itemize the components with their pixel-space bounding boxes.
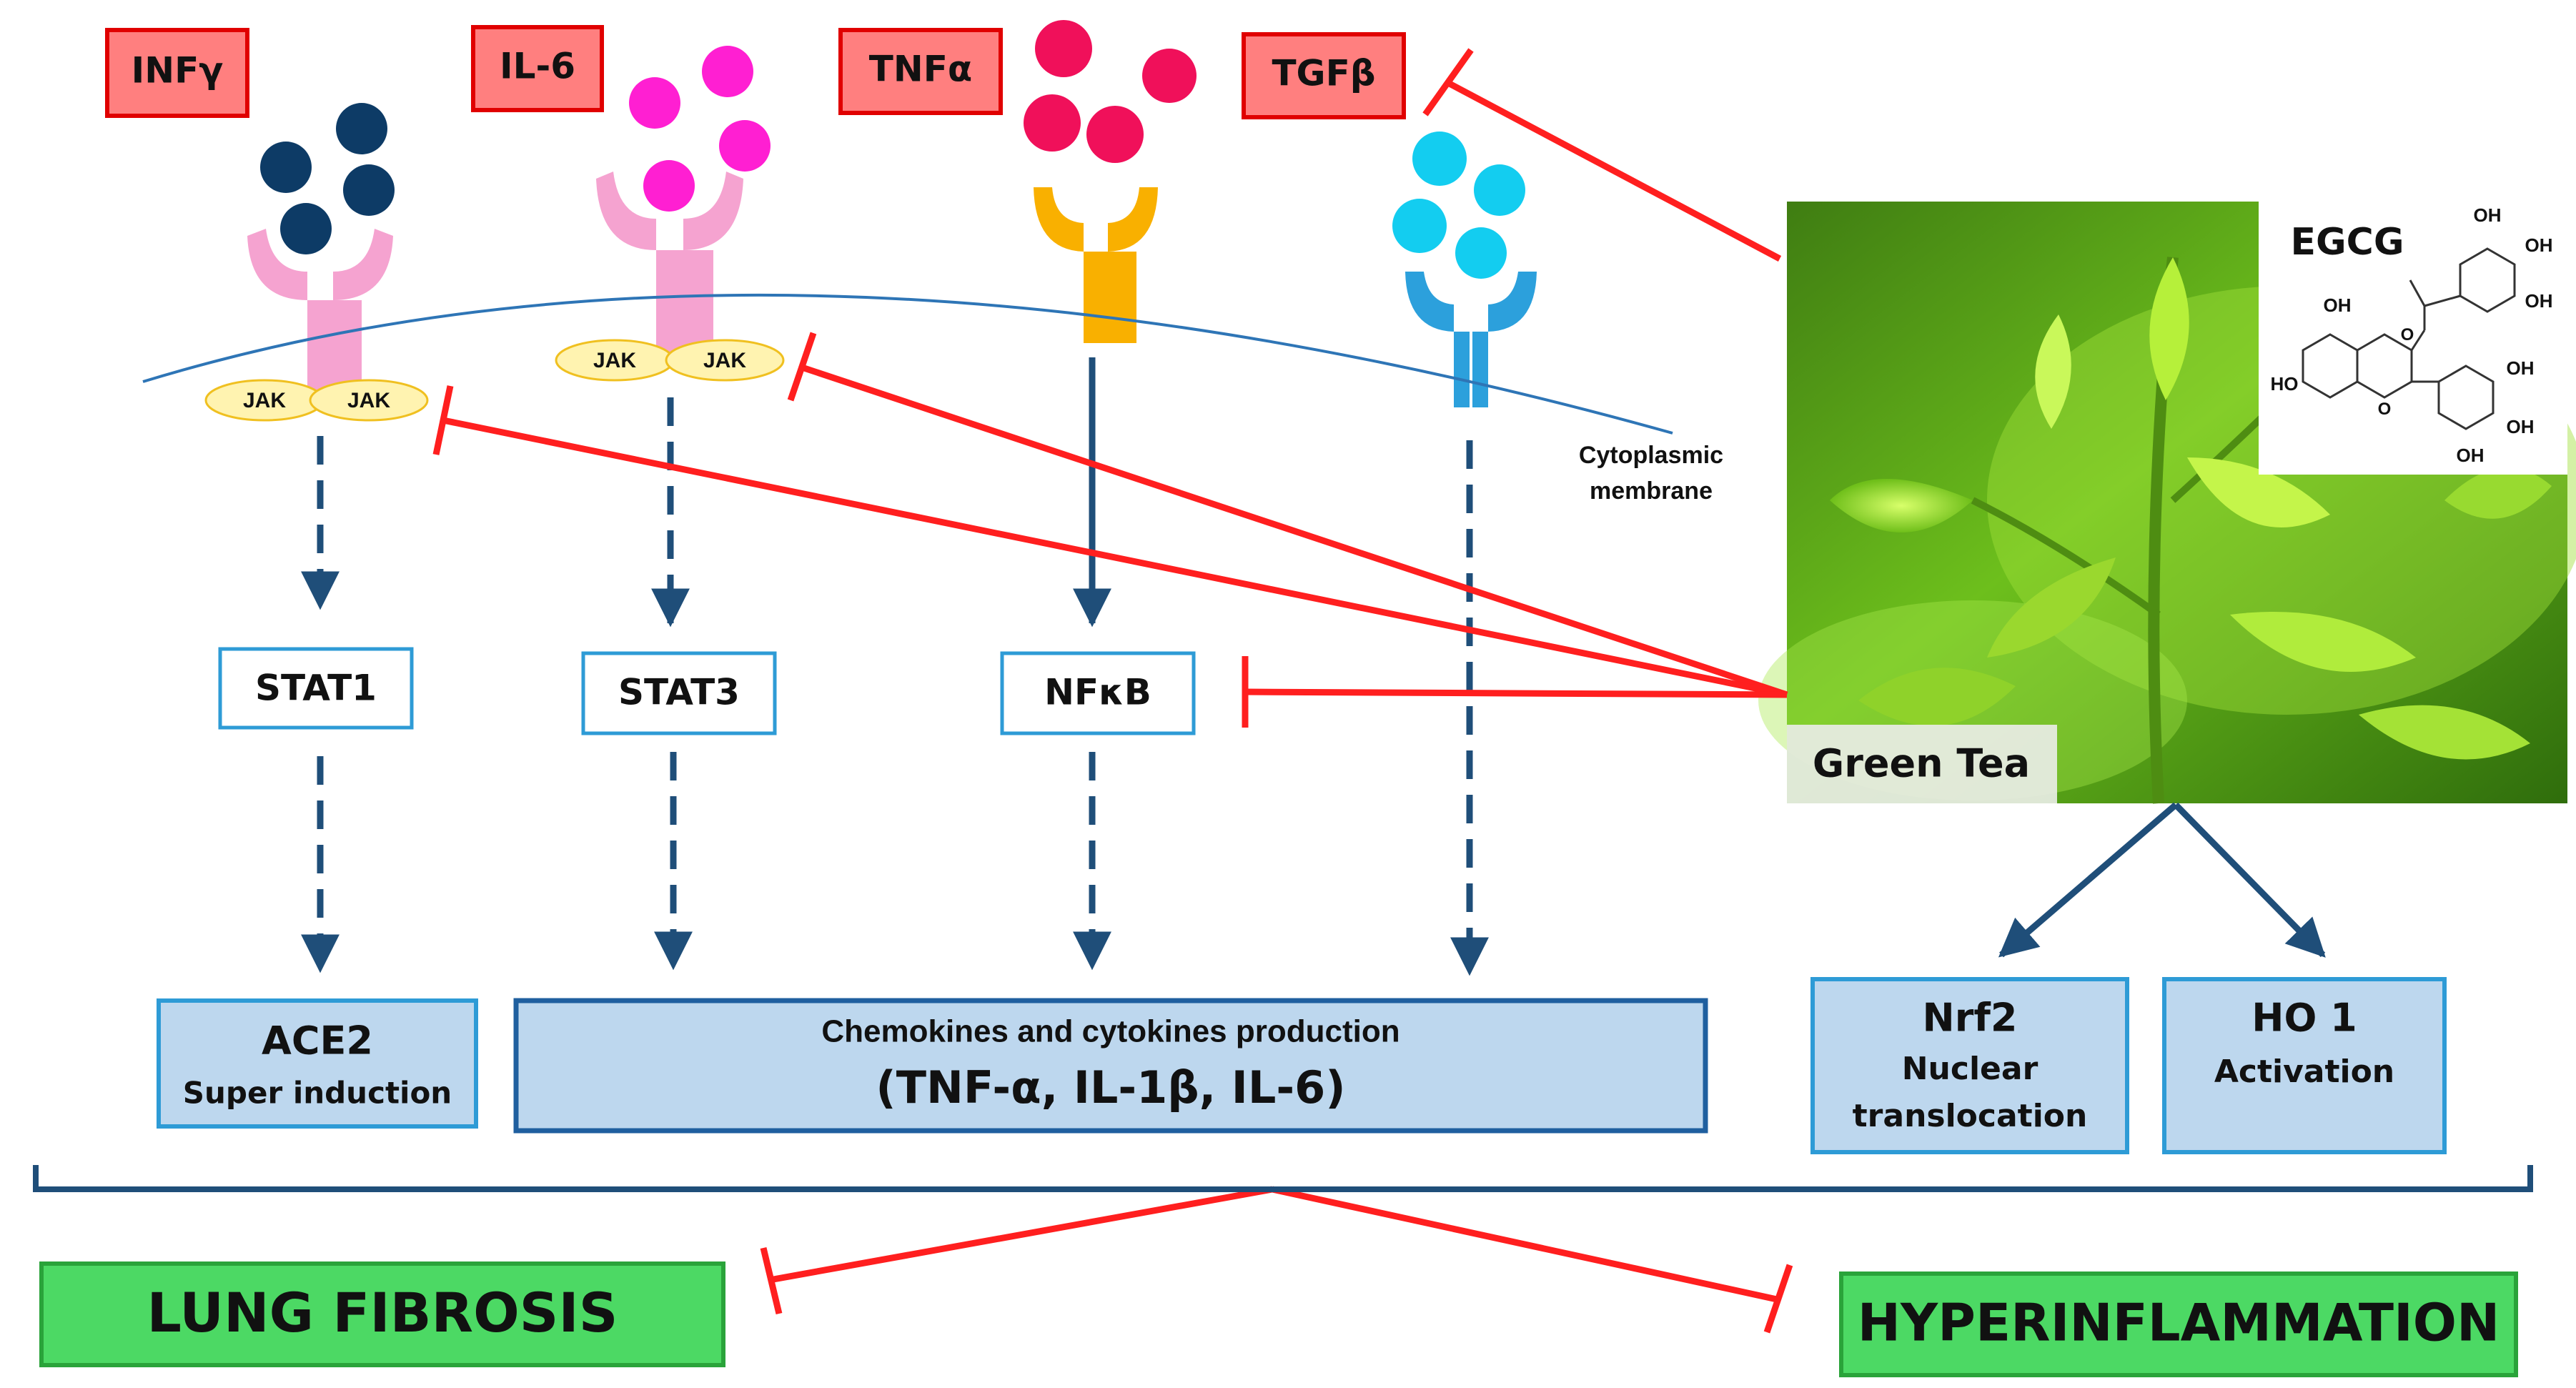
jak-label: JAK: [593, 349, 636, 372]
nrf2-box: Nrf2 Nuclear translocation: [1810, 977, 2129, 1154]
pathway-arrows-upper: [301, 357, 1489, 976]
tnfa-receptor: [1034, 187, 1158, 343]
lung-fibrosis-box: LUNG FIBROSIS: [39, 1261, 725, 1367]
ace2-subtitle: Super induction: [183, 1076, 452, 1111]
egcg-ho: HO: [2271, 373, 2299, 395]
green-tea-label-box: Green Tea: [1787, 725, 2057, 803]
egcg-oh: OH: [2525, 290, 2553, 312]
cytokine-label-tgfb: TGFβ: [1242, 32, 1406, 119]
membrane-label-line1: Cytoplasmic: [1579, 442, 1723, 469]
cytokine-label-infg: INFγ: [105, 28, 249, 118]
pathway-arrows-lower: [301, 752, 1111, 973]
jak-pair-infg: JAK JAK: [204, 379, 429, 422]
cytokine-label-tnfa-text: TNFα: [869, 49, 972, 90]
nfkb-label: NFκB: [1044, 672, 1151, 713]
stat1-label: STAT1: [255, 668, 377, 709]
egcg-atom-labels: OH OH OH OH HO O O OH OH OH: [2271, 204, 2553, 466]
jak-pair-il6: JAK JAK: [555, 339, 785, 382]
jak-label: JAK: [703, 349, 746, 372]
tgfb-molecules: [1392, 132, 1525, 279]
egcg-oh: OH: [2525, 234, 2553, 256]
infg-molecules: [260, 103, 395, 254]
infg-receptor: [247, 229, 393, 400]
inhibition-lines: [432, 48, 1793, 1334]
hyperinflammation-label: HYPERINFLAMMATION: [1858, 1293, 2500, 1353]
il6-molecules: [629, 46, 771, 212]
ho1-box: HO 1 Activation: [2162, 977, 2447, 1154]
egcg-o: O: [2378, 400, 2392, 419]
nrf2-title: Nrf2: [1923, 996, 2018, 1041]
cytoplasmic-membrane: [142, 293, 1673, 435]
egcg-label: EGCG: [2290, 221, 2404, 264]
egcg-oh: OH: [2507, 357, 2535, 379]
ho1-subtitle: Activation: [2214, 1054, 2394, 1090]
ho1-title: HO 1: [2251, 996, 2357, 1041]
summary-bracket: [33, 1165, 2533, 1192]
stat3-box: STAT3: [581, 651, 777, 735]
stat3-label: STAT3: [618, 672, 740, 713]
ace2-title: ACE2: [262, 1018, 373, 1064]
cytokine-label-tgfb-text: TGFβ: [1272, 53, 1375, 94]
egcg-oh: OH: [2507, 416, 2535, 437]
egcg-oh: OH: [2457, 445, 2485, 466]
nfkb-box: NFκB: [1000, 651, 1196, 735]
lung-fibrosis-label: LUNG FIBROSIS: [147, 1281, 618, 1344]
tnfa-molecules: [1024, 20, 1197, 163]
jak-label: JAK: [347, 389, 390, 412]
chemokines-line2: (TNF-α, IL-1β, IL-6): [876, 1061, 1345, 1114]
chemokines-box: Chemokines and cytokines production (TNF…: [513, 998, 1708, 1134]
green-tea-activation-arrows: [1998, 802, 2326, 958]
hyperinflammation-box: HYPERINFLAMMATION: [1839, 1271, 2518, 1377]
cytokine-label-tnfa: TNFα: [838, 28, 1003, 115]
cytokine-label-infg-text: INFγ: [132, 50, 224, 91]
nrf2-sub1: Nuclear: [1902, 1051, 2038, 1087]
egcg-structure-panel: EGCG OH OH OH OH HO O O OH OH OH: [2259, 202, 2567, 475]
il6-receptor: [596, 172, 743, 365]
membrane-label-line2: membrane: [1590, 477, 1713, 505]
ace2-box: ACE2 Super induction: [157, 998, 478, 1129]
egcg-molecule-drawing: [2302, 247, 2516, 430]
cytokine-label-il6-text: IL-6: [500, 46, 575, 87]
stat1-box: STAT1: [218, 647, 414, 730]
egcg-o: O: [2401, 325, 2414, 344]
green-tea-label: Green Tea: [1813, 741, 2030, 786]
tgfb-receptor: [1405, 272, 1537, 407]
egcg-oh: OH: [2324, 294, 2352, 316]
nrf2-sub2: translocation: [1853, 1098, 2088, 1134]
egcg-oh: OH: [2474, 204, 2502, 226]
jak-label: JAK: [243, 389, 286, 412]
chemokines-line1: Chemokines and cytokines production: [821, 1014, 1400, 1049]
cytokine-label-il6: IL-6: [471, 25, 604, 112]
